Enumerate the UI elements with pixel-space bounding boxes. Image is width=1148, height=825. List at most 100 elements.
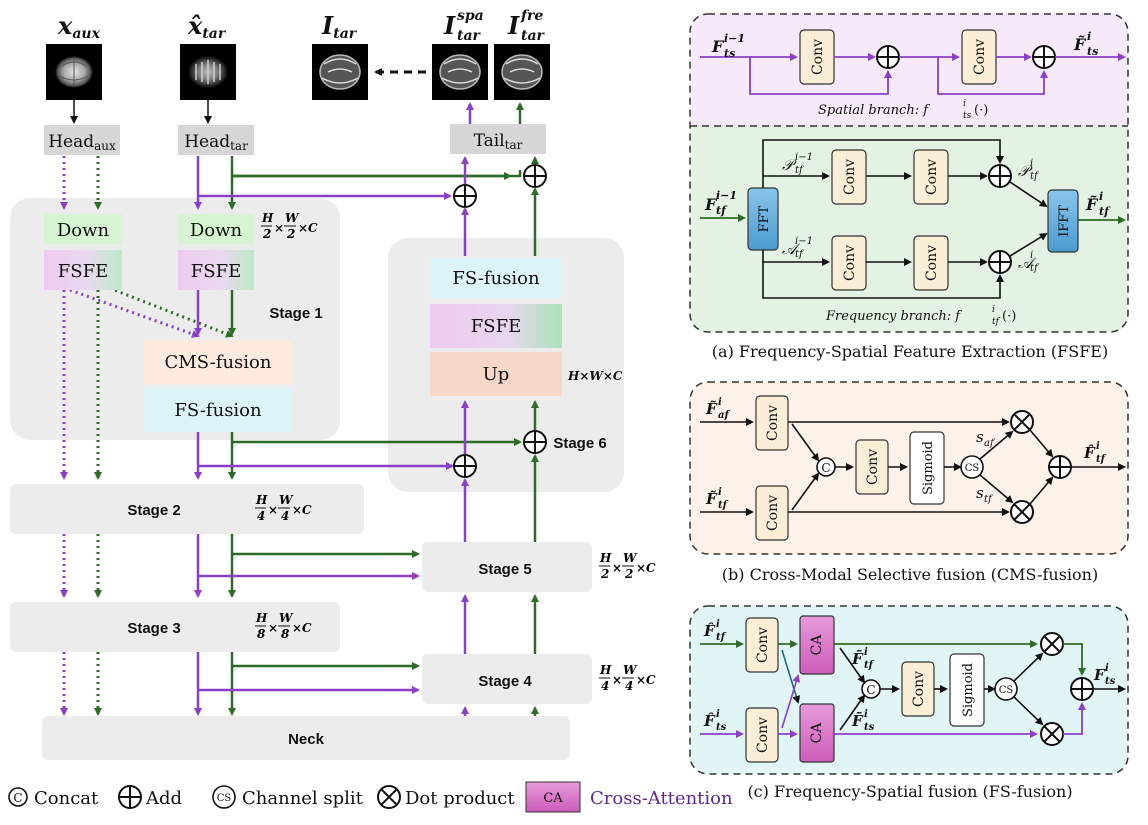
svg-text:×: × xyxy=(274,221,284,235)
svg-text:tf: tf xyxy=(795,165,805,176)
svg-text:4: 4 xyxy=(281,509,289,523)
cms-fusion-block: CMS-fusion xyxy=(144,340,292,384)
svg-text:ts: ts xyxy=(724,47,735,60)
stage4-block: Stage 4 xyxy=(422,654,592,704)
svg-text:Conv: Conv xyxy=(924,245,940,281)
svg-text:×: × xyxy=(612,561,622,575)
svg-text:×: × xyxy=(268,503,278,517)
svg-text:FS-fusion: FS-fusion xyxy=(174,400,262,421)
svg-text:H: H xyxy=(255,493,268,507)
svg-text:tf: tf xyxy=(1096,454,1107,465)
up-block: Up xyxy=(430,352,562,396)
image-x-aux xyxy=(46,44,102,100)
svg-text:ts: ts xyxy=(963,111,972,121)
pa-p-out: 𝒫 i tf xyxy=(1018,158,1040,182)
main-network: xaux x̂tar Itar I spa tar I fre tar Head… xyxy=(10,8,656,760)
pc-in-ts: F̂ i ts xyxy=(703,709,727,733)
fs-fusion-block-s1: FS-fusion xyxy=(144,388,292,432)
svg-text:F̄: F̄ xyxy=(851,649,864,668)
svg-text:i: i xyxy=(1030,250,1033,261)
panel-a-caption: (a) Frequency-Spatial Feature Extraction… xyxy=(712,342,1108,361)
svg-text:W: W xyxy=(279,611,294,625)
svg-text:tf: tf xyxy=(1030,263,1040,274)
svg-text:Conv: Conv xyxy=(765,405,781,441)
svg-text:tf: tf xyxy=(864,660,875,671)
svg-text:CS: CS xyxy=(999,685,1014,696)
svg-text:i−1: i−1 xyxy=(716,189,737,202)
svg-text:FS-fusion: FS-fusion xyxy=(452,268,540,289)
svg-text:Headaux: Headaux xyxy=(48,132,116,153)
svg-text:ts: ts xyxy=(864,722,875,733)
svg-text:CS: CS xyxy=(965,463,980,474)
svg-text:i: i xyxy=(1096,441,1100,452)
dim-stage5: H 2 × W 2 ×C xyxy=(599,551,656,581)
svg-text:FSFE: FSFE xyxy=(471,316,521,337)
svg-text:CA: CA xyxy=(809,634,825,656)
svg-text:Up: Up xyxy=(483,364,510,385)
svg-text:Sigmoid: Sigmoid xyxy=(961,663,976,717)
svg-text:FFT: FFT xyxy=(757,205,772,232)
svg-text:(·): (·) xyxy=(974,103,988,118)
svg-text:Dot product: Dot product xyxy=(405,788,515,809)
legend: C Concat Add CS Channel split Dot produc… xyxy=(8,781,733,813)
svg-text:Down: Down xyxy=(57,220,110,241)
pa-out-tf: F̃ i tf xyxy=(1085,190,1111,218)
fsfe-block-s6: FSFE xyxy=(430,304,562,348)
svg-text:×C: ×C xyxy=(636,673,656,687)
svg-text:tf: tf xyxy=(718,500,729,511)
svg-text:Conv: Conv xyxy=(842,245,858,281)
svg-text:tf: tf xyxy=(716,204,728,217)
svg-text:Conv: Conv xyxy=(810,39,826,75)
svg-text:8: 8 xyxy=(257,627,266,641)
tail-tar: Tailtar xyxy=(450,124,546,154)
svg-text:×: × xyxy=(268,621,278,635)
svg-text:H: H xyxy=(255,611,268,625)
svg-text:F̃: F̃ xyxy=(1073,35,1087,54)
svg-text:Conv: Conv xyxy=(865,449,881,485)
svg-text:F̂: F̂ xyxy=(703,622,716,640)
pa-a-out: 𝒜 i tf xyxy=(1018,250,1040,274)
fsfe-block-aux: FSFE xyxy=(44,250,122,290)
svg-text:Stage 4: Stage 4 xyxy=(478,673,532,690)
svg-text:i: i xyxy=(716,709,720,720)
svg-text:H: H xyxy=(599,663,612,677)
svg-text:tf: tf xyxy=(1099,205,1111,218)
svg-text:F: F xyxy=(711,37,725,56)
svg-text:Stage 2: Stage 2 xyxy=(127,502,180,519)
pa-out-ts: F̃ i ts xyxy=(1073,30,1098,58)
svg-text:i: i xyxy=(718,397,722,408)
svg-text:W: W xyxy=(623,551,638,565)
svg-text:8: 8 xyxy=(281,627,290,641)
svg-text:Neck: Neck xyxy=(288,731,325,748)
svg-text:C: C xyxy=(13,791,22,805)
svg-text:i: i xyxy=(864,647,868,658)
svg-text:i: i xyxy=(864,709,868,720)
svg-text:spa: spa xyxy=(457,8,484,24)
stage1-label: Stage 1 xyxy=(269,305,322,322)
pb-s-af: s af xyxy=(976,428,996,449)
svg-text:s: s xyxy=(976,484,984,502)
svg-text:Conv: Conv xyxy=(765,495,781,531)
label-x-aux: xaux xyxy=(57,11,101,42)
svg-text:H: H xyxy=(261,211,274,225)
label-i-spa: I spa tar xyxy=(443,8,484,44)
svg-text:tar: tar xyxy=(457,28,482,44)
svg-text:(·): (·) xyxy=(1002,309,1016,324)
svg-text:af: af xyxy=(984,438,996,449)
svg-text:i: i xyxy=(963,99,966,109)
svg-text:I: I xyxy=(443,11,456,40)
pa-in-ts: F i−1 ts xyxy=(711,32,745,60)
svg-text:F: F xyxy=(1093,666,1106,684)
pc-in-tf: F̂ i tf xyxy=(703,619,727,643)
svg-text:ts: ts xyxy=(1105,676,1116,687)
svg-text:×C: ×C xyxy=(298,221,318,235)
svg-text:4: 4 xyxy=(625,679,633,693)
stage3-block: Stage 3 xyxy=(10,602,340,652)
svg-text:tar: tar xyxy=(521,28,546,44)
svg-text:F̄: F̄ xyxy=(851,711,864,730)
panel-c-fs: Conv Conv CA CA C Conv Sigmoid CS xyxy=(689,605,1129,775)
head-tar: Headtar xyxy=(178,125,254,155)
svg-text:i: i xyxy=(1030,158,1033,169)
svg-text:Conv: Conv xyxy=(911,671,927,707)
svg-text:Concat: Concat xyxy=(34,788,99,809)
